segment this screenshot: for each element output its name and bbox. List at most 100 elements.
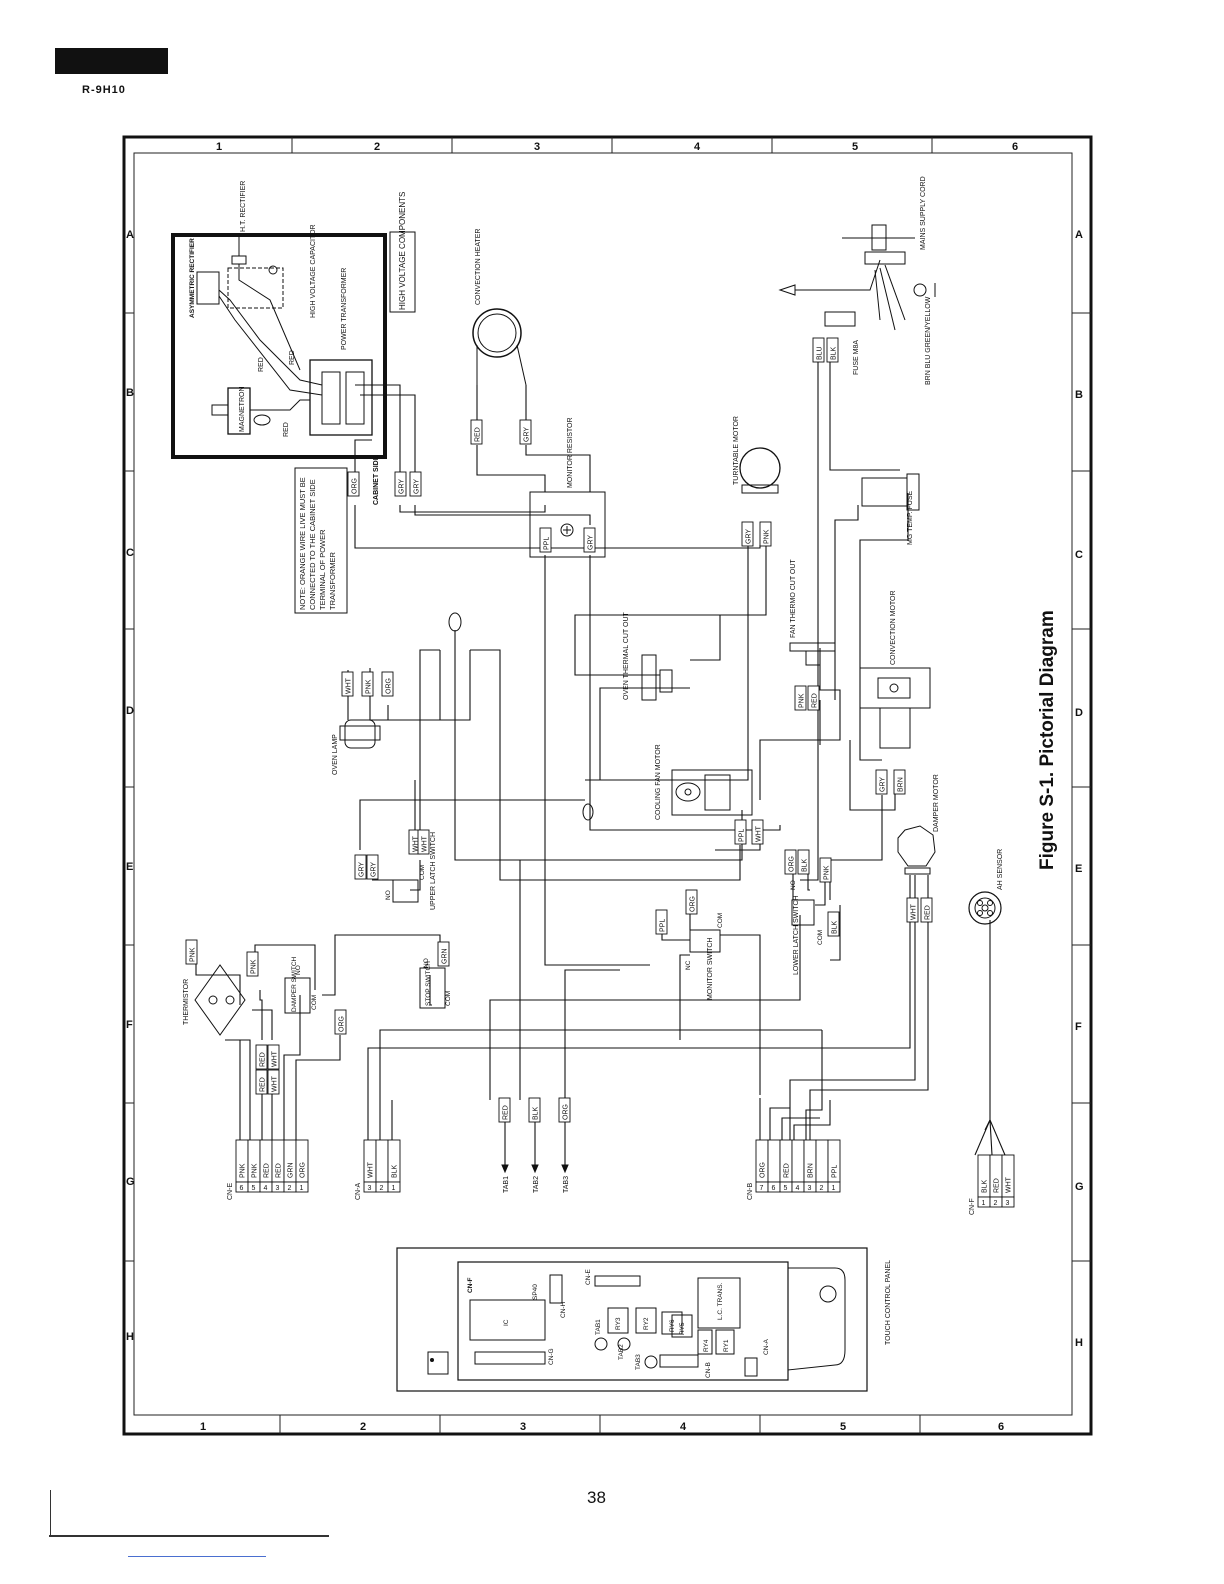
panel-cna: CN-A <box>763 1338 770 1355</box>
wire-tag-text: GRY <box>414 479 421 494</box>
tab-labels: TAB1 TAB2 TAB3 <box>503 1176 570 1193</box>
panel-ic: IC <box>503 1319 510 1326</box>
turntable-motor-label: TURNTABLE MOTOR <box>733 416 740 485</box>
hv-components-label-box: HIGH VOLTAGE COMPONENTS <box>389 192 416 313</box>
upper-latch-switch: UPPER LATCH SWITCH NO COM <box>385 832 437 910</box>
panel-ry1: RY1 <box>723 1339 730 1352</box>
grid-col-2: 2 <box>374 141 380 153</box>
convection-heater-label: CONVECTION HEATER <box>475 229 482 306</box>
grid-row-F: F <box>126 1019 133 1031</box>
wire-tag-org: ORG <box>558 1097 571 1123</box>
tab-arrows <box>501 1164 569 1174</box>
footer-link-line <box>128 1556 266 1557</box>
wire-tag-blk: BLK <box>827 911 840 937</box>
connector-pin-number: 4 <box>796 1185 800 1192</box>
connector-pin-number: 7 <box>760 1185 764 1192</box>
connector-name: CN-E <box>227 1183 234 1200</box>
upper-latch-switch-label: UPPER LATCH SWITCH <box>430 832 437 910</box>
oven-thermal-cutout: OVEN THERMAL CUT OUT <box>623 612 673 701</box>
monitor-resistor-label: MONITOR RESISTOR <box>567 417 574 488</box>
outer-frame <box>122 135 1093 1436</box>
lower-latch-switch: LOWER LATCH SWITCH NO COM <box>790 880 824 975</box>
wire-tag-pnk: PNK <box>759 521 772 547</box>
stop-switch-no: NO <box>423 958 430 968</box>
panel-sp40: SP40 <box>532 1284 539 1300</box>
model-number: R-9H10 <box>82 84 126 96</box>
grid-row-D-right: D <box>1075 707 1083 719</box>
bottom-rule <box>49 1535 329 1537</box>
fuse-label: FUSE M8A <box>853 340 860 375</box>
wire-tag-wht: WHT <box>751 819 764 845</box>
grid-col-4: 4 <box>694 141 701 153</box>
wire-tag-gry: GRY <box>409 471 422 497</box>
panel-ry4: RY4 <box>703 1339 710 1352</box>
connector-wire-label: RED <box>276 1163 283 1178</box>
wire-tag-text: RED <box>812 693 819 708</box>
panel-ry2: RY2 <box>643 1317 650 1330</box>
connector-pin-number: 5 <box>784 1185 788 1192</box>
mains-supply-cord: MAINS SUPPLY CORD <box>778 176 936 331</box>
grid-row-F-right: F <box>1075 1021 1082 1033</box>
wire-tag-red: RED <box>255 1069 268 1095</box>
hv-capacitor-label: HIGH VOLTAGE CAPACITOR <box>310 224 317 318</box>
stop-switch-label: STOP SWITCH <box>425 961 432 1006</box>
wire-tag-ppl: PPL <box>539 527 552 553</box>
connector-pin-number: 2 <box>820 1185 824 1192</box>
wire-tag-text: PPL <box>660 919 667 932</box>
wire-tag-red: RED <box>470 419 483 445</box>
wire-tag-gry: GRY <box>366 854 379 880</box>
wire-tag-text: ORG <box>789 856 796 872</box>
touch-control-panel-label: TOUCH CONTROL PANEL <box>885 1260 892 1345</box>
panel-tab3: TAB3 <box>635 1354 642 1370</box>
connector-wire-label: BRN <box>808 1163 815 1178</box>
wire-tag-pnk: PNK <box>246 951 259 977</box>
wire-tag-text: WHT <box>911 903 918 920</box>
panel-ry6: RY6 <box>669 1319 676 1332</box>
wire-tag-text: RED <box>260 1077 267 1092</box>
asymmetric-rectifier: ASYMMETRIC RECTIFIER <box>189 238 220 318</box>
wire-tag-text: PNK <box>366 679 373 694</box>
turntable-motor: TURNTABLE MOTOR <box>733 416 781 494</box>
grid-column-labels-bottom: 1 2 3 4 5 6 <box>200 1421 1004 1433</box>
grid-row-E: E <box>126 861 133 873</box>
cooling-fan-motor: COOLING FAN MOTOR <box>655 744 753 820</box>
convection-motor: CONVECTION MOTOR <box>859 590 931 749</box>
wire-tag-org: ORG <box>685 889 698 915</box>
wire-tag-gry: GRY <box>875 769 888 795</box>
asymmetric-rectifier-label: ASYMMETRIC RECTIFIER <box>189 238 196 318</box>
connector-pin-number: 3 <box>808 1185 812 1192</box>
tab-label-2: TAB2 <box>533 1176 540 1193</box>
connector-name: CN-B <box>747 1183 754 1200</box>
wire-tag-text: WHT <box>756 825 763 842</box>
wire-tag-text: ORG <box>339 1016 346 1032</box>
wire-tag-text: GRY <box>746 529 753 544</box>
wire-tag-text: GRY <box>359 862 366 877</box>
fuse: FUSE M8A BRN BLU GREEN/YELLOW <box>824 296 932 385</box>
fan-thermo-cutout: FAN THERMO CUT OUT <box>789 559 836 666</box>
grid-column-labels-top: 1 2 3 4 5 6 <box>216 141 1018 153</box>
page-number: 38 <box>587 1488 606 1507</box>
ah-sensor-label: AH SENSOR <box>997 849 1004 890</box>
grid-col-6: 6 <box>1012 141 1018 153</box>
wire-tag-text: GRY <box>880 777 887 792</box>
wire-tag-gry: GRY <box>354 854 367 880</box>
grid-col-5-bottom: 5 <box>840 1421 846 1433</box>
cabinet-side-label: CABINET SIDE <box>373 455 380 505</box>
connector-wire-label: PNK <box>240 1163 247 1178</box>
wire-tag-red: RED <box>920 897 933 923</box>
wire-tag-blk: BLK <box>528 1097 541 1123</box>
connector-pin-number: 3 <box>1006 1200 1010 1207</box>
grid-col-5: 5 <box>852 141 858 153</box>
grid-col-1-bottom: 1 <box>200 1421 206 1433</box>
connector-pin-number: 6 <box>772 1185 776 1192</box>
wire-tag-gry: GRY <box>741 521 754 547</box>
mg-temp-fuse-label: MG TEMP. FUSE <box>907 490 914 545</box>
wire-tag-text: WHT <box>272 1075 279 1092</box>
wire-tag-gry: GRY <box>583 527 596 553</box>
grid-row-G: G <box>126 1176 135 1188</box>
wire-tag-pnk: PNK <box>794 685 807 711</box>
wire-tag-gry: GRY <box>519 419 532 445</box>
connector-pin-number: 6 <box>240 1185 244 1192</box>
